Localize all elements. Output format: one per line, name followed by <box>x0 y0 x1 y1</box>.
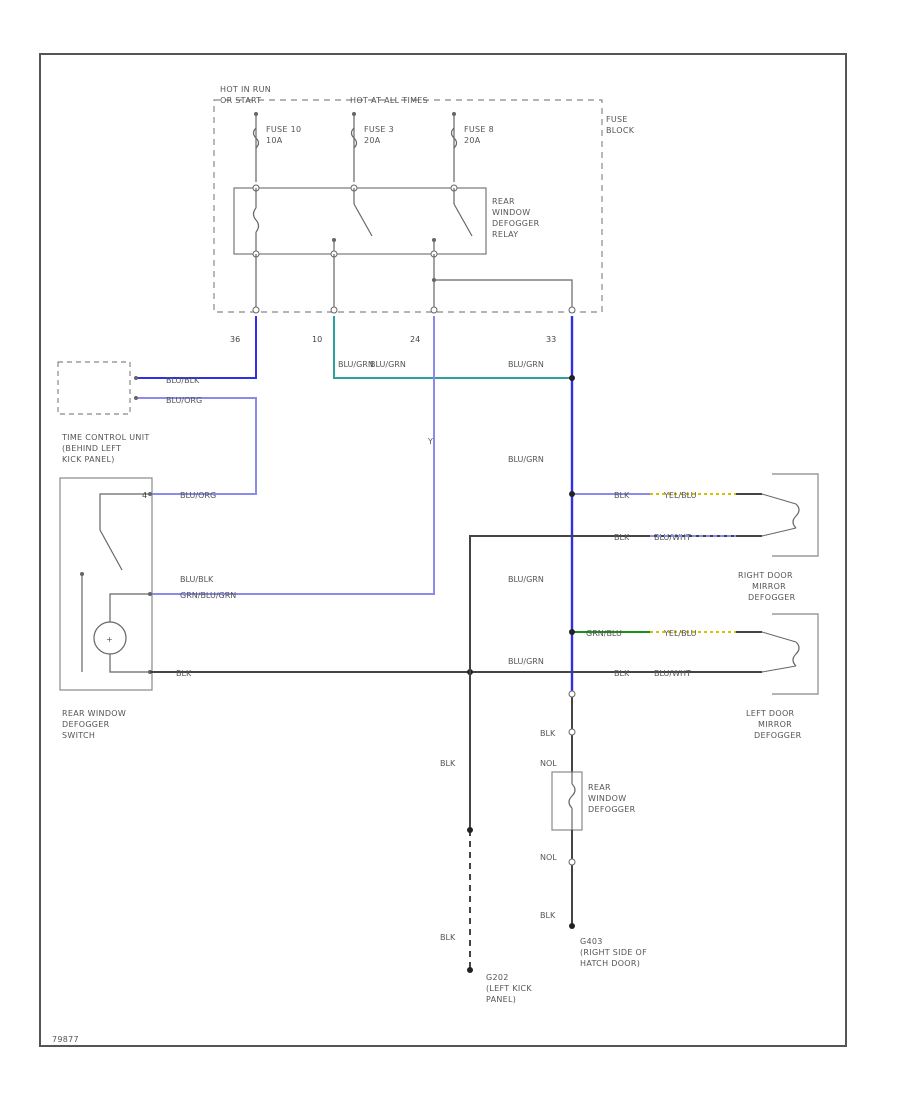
right-mirror-label-1: RIGHT DOOR <box>738 571 793 580</box>
fuse-3: FUSE 3 20A <box>350 112 394 182</box>
wire-label-blk-rm2: BLK <box>614 533 630 542</box>
rear-defogger-label-2: WINDOW <box>588 794 626 803</box>
hot-in-run-label-1: HOT IN RUN <box>220 85 271 94</box>
relay-label-2: WINDOW <box>492 208 530 217</box>
rear-window-defogger-relay <box>233 184 487 258</box>
tcu-label-2: (BEHIND LEFT <box>62 444 121 453</box>
relay-label-1: REAR <box>492 197 515 206</box>
wire-blu-grn-10 <box>333 316 572 379</box>
wire-label-blu-grn-4: BLU/GRN <box>508 455 544 464</box>
wire-label-nol-2: NOL <box>540 853 557 862</box>
wire-label-blu-grn-2: BLU/GRN <box>370 360 406 369</box>
wire-label-blu-wht-rm: BLU/WHT <box>654 533 691 542</box>
g202-label-3: PANEL) <box>486 995 516 1004</box>
left-mirror-label-1: LEFT DOOR <box>746 709 795 718</box>
wire-label-blk-rd2: BLK <box>540 911 556 920</box>
wire-grn-blu-grn <box>150 316 435 595</box>
fuse-block-outline <box>213 99 603 313</box>
left-mirror-label-3: DEFOGGER <box>754 731 802 740</box>
wire-label-blu-grn-3: BLU/GRN <box>508 360 544 369</box>
left-door-mirror-defogger <box>761 613 819 695</box>
time-control-unit-box <box>57 361 131 415</box>
wire-label-blu-wht-lm: BLU/WHT <box>654 669 691 678</box>
wire-label-yel-blu-rm: YEL/BLU <box>663 491 697 500</box>
fuse-block-label-1: FUSE <box>606 115 628 124</box>
switch-label-1: REAR WINDOW <box>62 709 126 718</box>
fuse-10: FUSE 10 10A <box>252 112 301 182</box>
switch-term-top: 4 <box>142 491 147 500</box>
g202-label-1: G202 <box>486 973 509 982</box>
wire-label-blk-sw: BLK <box>176 669 192 678</box>
wire-label-blk-lm: BLK <box>614 669 630 678</box>
g403-label-3: HATCH DOOR) <box>580 959 640 968</box>
wire-label-blu-grn-5: BLU/GRN <box>508 575 544 584</box>
fuse-8: FUSE 8 20A <box>450 112 494 182</box>
right-mirror-label-2: MIRROR <box>752 582 786 591</box>
g202-label-2: (LEFT KICK <box>486 984 532 993</box>
rear-window-defogger <box>551 771 583 831</box>
pin-36: 36 <box>230 335 240 344</box>
wire-label-blk-rd1: BLK <box>540 729 556 738</box>
left-mirror-label-2: MIRROR <box>758 720 792 729</box>
wire-label-blu-blk-sw: BLU/BLK <box>180 575 214 584</box>
wire-label-blk-2: BLK <box>440 933 456 942</box>
tcu-label-3: KICK PANEL) <box>62 455 115 464</box>
wire-label-blu-grn-6: BLU/GRN <box>508 657 544 666</box>
switch-label-2: DEFOGGER <box>62 720 110 729</box>
right-door-mirror-defogger <box>761 473 819 557</box>
relay-label-4: RELAY <box>492 230 519 239</box>
wire-blu-blk <box>136 316 257 379</box>
fuse-10-rating: 10A <box>266 136 283 145</box>
wire-label-blk-rm: BLK <box>614 491 630 500</box>
fuse-8-rating: 20A <box>464 136 481 145</box>
diagram-frame <box>39 53 847 1047</box>
g403-label-2: (RIGHT SIDE OF <box>580 948 647 957</box>
fuse-block-label-2: BLOCK <box>606 126 635 135</box>
fuse-3-rating: 20A <box>364 136 381 145</box>
hot-at-all-times-label: HOT AT ALL TIMES <box>350 96 428 105</box>
switch-label-3: SWITCH <box>62 731 95 740</box>
wire-label-blu-blk: BLU/BLK <box>166 376 200 385</box>
wire-label-yel-blu-lm: YEL/BLU <box>663 629 697 638</box>
rear-window-defogger-switch: + <box>59 477 153 691</box>
relay-label-3: DEFOGGER <box>492 219 540 228</box>
wire-label-nol-1: NOL <box>540 759 557 768</box>
svg-text:+: + <box>106 635 113 644</box>
fuse-3-name: FUSE 3 <box>364 125 394 134</box>
pin-24: 24 <box>410 335 420 344</box>
ground-g202 <box>467 967 473 973</box>
wire-label-blu-org-tcu: BLU/ORG <box>180 491 216 500</box>
fuse-10-name: FUSE 10 <box>266 125 301 134</box>
wire-label-blu-org-top: BLU/ORG <box>166 396 202 405</box>
pin-10: 10 <box>312 335 322 344</box>
pin-33: 33 <box>546 335 556 344</box>
rear-defogger-label-1: REAR <box>588 783 611 792</box>
right-mirror-label-3: DEFOGGER <box>748 593 796 602</box>
wire-blu-org <box>136 397 257 495</box>
hot-in-run-label-2: OR START <box>220 96 261 105</box>
wire-label-blu-grn-1: BLU/GRN <box>338 360 374 369</box>
wire-label-blk-1: BLK <box>440 759 456 768</box>
wire-label-grn-blu-grn: GRN/BLU/GRN <box>180 591 236 600</box>
wire-label-y: Y <box>427 437 433 446</box>
tcu-label-1: TIME CONTROL UNIT <box>61 433 150 442</box>
rear-defogger-label-3: DEFOGGER <box>588 805 636 814</box>
g403-label-1: G403 <box>580 937 603 946</box>
ground-g403 <box>569 923 575 929</box>
fuse-8-name: FUSE 8 <box>464 125 494 134</box>
diagram-id: 79877 <box>52 1035 79 1044</box>
wire-label-grn-blu-lm: GRN/BLU <box>586 629 622 638</box>
